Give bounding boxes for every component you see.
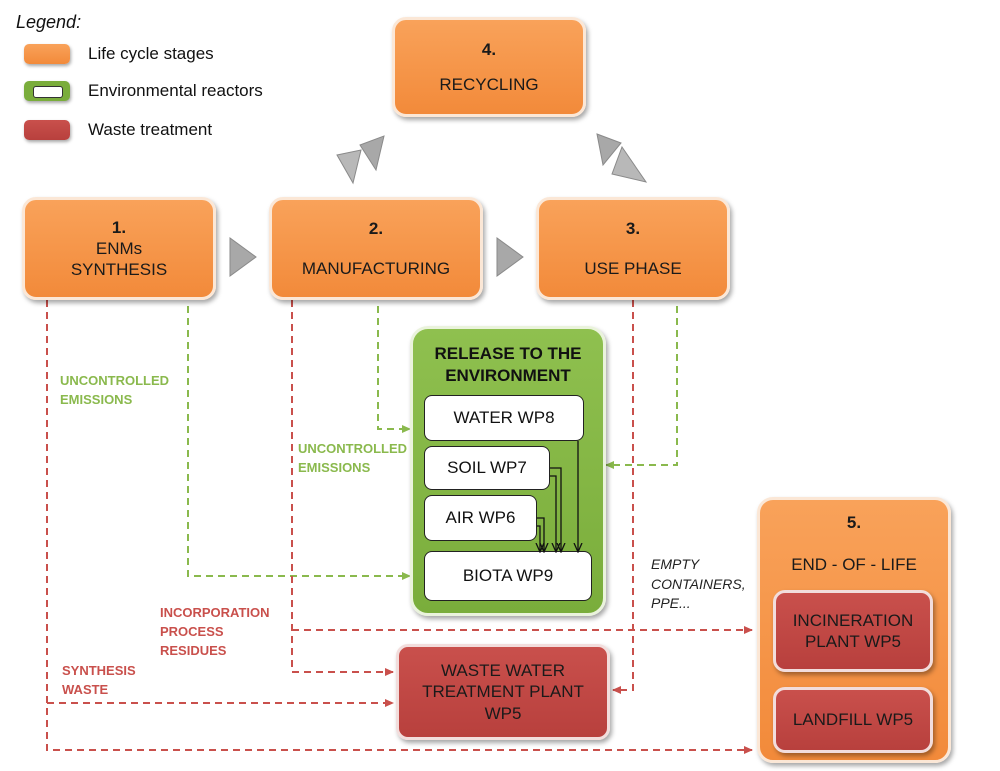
label-empty-line-1: EMPTY xyxy=(651,556,700,572)
label-incorporation-line-3: RESIDUES xyxy=(160,642,227,658)
flow-arrow-recycling-use-b xyxy=(611,145,648,183)
legend-swatch-stages xyxy=(24,44,70,64)
reactor-air: AIR WP6 xyxy=(424,495,537,541)
flow-arrow-manufacturing-recycling-a xyxy=(336,149,362,185)
label-incorporation-line-2: PROCESS xyxy=(160,623,224,639)
wwtp-line-1: WASTE WATER xyxy=(440,661,566,681)
legend-swatch-reactors xyxy=(24,81,70,101)
flow-arrow-synthesis-manufacturing xyxy=(229,237,257,277)
stage-recycling-label: RECYCLING xyxy=(439,75,539,94)
label-empty-containers: EMPTY CONTAINERS, PPE... xyxy=(651,555,746,614)
incineration-line-1: INCINERATION xyxy=(792,610,914,630)
legend-label-waste: Waste treatment xyxy=(88,120,213,139)
stage-manufacturing-label: MANUFACTURING xyxy=(301,258,451,278)
stage-synthesis-label-2: SYNTHESIS xyxy=(70,260,168,280)
label-uncontrolled-emissions-left: UNCONTROLLED EMISSIONS xyxy=(60,372,169,410)
connector-synthesis-to-landfill xyxy=(46,300,753,754)
stage-use-phase: 3. USE PHASE xyxy=(536,197,730,300)
legend-label-reactors: Environmental reactors xyxy=(88,81,263,100)
connector-manufacturing-to-wwtp xyxy=(291,300,394,676)
flow-arrow-recycling-use-a xyxy=(596,133,622,167)
incineration-box: INCINERATION PLANT WP5 xyxy=(773,590,933,672)
flow-arrow-manufacturing-recycling-b xyxy=(359,135,385,172)
label-incorporation-residues: INCORPORATION PROCESS RESIDUES xyxy=(160,604,270,661)
label-uncontrolled-emissions-mid: UNCONTROLLED EMISSIONS xyxy=(298,440,407,478)
legend-swatch-reactor-inner xyxy=(33,86,63,98)
environment-title-2: ENVIRONMENT xyxy=(445,366,571,386)
stage-recycling: 4. RECYCLING xyxy=(392,17,586,117)
reactor-water: WATER WP8 xyxy=(424,395,584,441)
reactor-soil: SOIL WP7 xyxy=(424,446,550,490)
label-uncontrolled-left-line-2: EMISSIONS xyxy=(60,391,133,407)
stage-manufacturing-number: 2. xyxy=(368,219,384,239)
stage-use-phase-label: USE PHASE xyxy=(584,258,682,278)
stage-synthesis: 1. ENMs SYNTHESIS xyxy=(22,197,216,300)
incineration-line-2: PLANT WP5 xyxy=(804,632,902,651)
connector-use-to-environment xyxy=(605,306,678,469)
label-synthesis-waste-line-1: SYNTHESIS xyxy=(62,663,136,678)
wwtp-line-3: WP5 xyxy=(484,703,522,723)
reactor-biota: BIOTA WP9 xyxy=(424,551,592,601)
environment-title-1: RELEASE TO THE xyxy=(434,344,582,363)
label-synthesis-waste-line-2: WASTE xyxy=(62,681,109,697)
label-empty-line-2: CONTAINERS, xyxy=(651,575,746,592)
stage-use-phase-number: 3. xyxy=(625,219,641,239)
end-of-life-label: END - OF - LIFE xyxy=(791,555,917,574)
connector-manufacturing-to-water xyxy=(377,306,411,433)
connector-use-to-wwtp xyxy=(612,300,634,694)
legend-swatch-waste xyxy=(24,120,70,140)
label-empty-line-3: PPE... xyxy=(651,595,691,612)
label-incorporation-line-1: INCORPORATION xyxy=(160,605,270,620)
landfill-box: LANDFILL WP5 xyxy=(773,687,933,753)
stage-synthesis-label-1: ENMs xyxy=(95,238,143,258)
legend-label-stages: Life cycle stages xyxy=(88,44,214,63)
label-synthesis-waste: SYNTHESIS WASTE xyxy=(62,662,136,700)
legend-title: Legend: xyxy=(16,12,82,32)
wwtp-line-2: TREATMENT PLANT xyxy=(422,682,584,702)
stage-synthesis-number: 1. xyxy=(111,217,127,237)
label-uncontrolled-mid-line-1: UNCONTROLLED xyxy=(298,441,408,456)
stage-recycling-number: 4. xyxy=(481,39,497,59)
label-uncontrolled-left-line-1: UNCONTROLLED xyxy=(60,373,170,388)
stage-manufacturing: 2. MANUFACTURING xyxy=(269,197,483,300)
label-uncontrolled-mid-line-2: EMISSIONS xyxy=(298,459,371,475)
wwtp-box: WASTE WATER TREATMENT PLANT WP5 xyxy=(396,644,610,740)
flow-arrow-manufacturing-use xyxy=(496,237,524,277)
end-of-life-number: 5. xyxy=(846,513,862,532)
connector-synthesis-to-biota xyxy=(187,306,411,580)
